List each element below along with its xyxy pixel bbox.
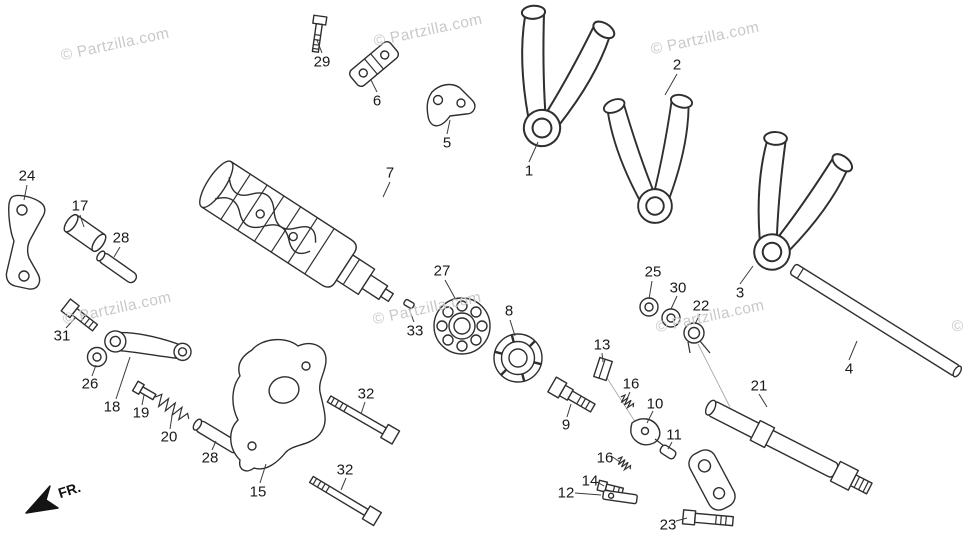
part-label-18: 18 — [103, 398, 121, 416]
roller-11 — [659, 444, 677, 460]
part-label-23: 23 — [659, 516, 677, 534]
bolt-31 — [60, 298, 99, 332]
part-label-4: 4 — [844, 360, 854, 378]
clip-13 — [593, 356, 613, 382]
part-label-28b: 28 — [201, 449, 219, 467]
spindle-21 — [704, 399, 873, 495]
bolt-32a — [326, 395, 401, 445]
shift-fork-3 — [719, 124, 859, 287]
leader-lines — [23, 39, 858, 522]
bolt-29 — [311, 14, 328, 53]
part-label-6: 6 — [372, 92, 382, 110]
part-label-15: 15 — [249, 483, 267, 501]
fr-arrow-icon — [25, 485, 59, 514]
clamp-plate-6 — [348, 40, 400, 88]
spring-16b — [617, 455, 632, 472]
drum-hub-8 — [493, 333, 543, 383]
part-label-33: 33 — [406, 322, 424, 340]
part-label-1: 1 — [524, 162, 534, 180]
pin-28b — [192, 418, 241, 454]
part-label-14: 14 — [581, 472, 599, 490]
bolt-9 — [547, 376, 596, 413]
part-label-7: 7 — [385, 164, 395, 182]
part-label-16a: 16 — [622, 375, 640, 393]
part-label-31: 31 — [53, 327, 71, 345]
part-label-12: 12 — [557, 484, 575, 502]
part-label-21: 21 — [750, 377, 768, 395]
plate-12 — [602, 489, 638, 505]
bolt-23 — [681, 509, 734, 527]
bushing-17 — [63, 213, 107, 253]
part-label-26: 26 — [81, 375, 99, 393]
pin-28a — [96, 250, 138, 284]
part-label-2: 2 — [672, 56, 682, 74]
part-label-32b: 32 — [336, 461, 354, 479]
part-label-24: 24 — [18, 167, 36, 185]
shift-fork-2 — [600, 90, 703, 227]
part-label-13: 13 — [593, 336, 611, 354]
part-label-25: 25 — [644, 263, 662, 281]
bracket-24 — [5, 194, 46, 290]
pawl-10 — [630, 418, 665, 447]
spring-22 — [683, 322, 711, 354]
bracket-5 — [426, 83, 476, 127]
washer-25 — [639, 297, 659, 317]
part-label-9: 9 — [561, 416, 571, 434]
dowel-pin-33 — [403, 298, 415, 310]
washer-26 — [86, 346, 108, 368]
spindle-bracket-21 — [688, 449, 736, 511]
bolt-32b — [308, 475, 382, 527]
spring-20 — [154, 393, 190, 422]
part-label-20: 20 — [160, 428, 178, 446]
part-label-17: 17 — [71, 197, 89, 215]
part-label-28a: 28 — [112, 229, 130, 247]
part-label-10: 10 — [646, 395, 664, 413]
part-label-27: 27 — [433, 262, 451, 280]
gearshift-drum-7 — [199, 160, 394, 303]
part-label-3: 3 — [735, 284, 745, 302]
spring-16a — [620, 393, 635, 410]
part-label-29: 29 — [313, 53, 331, 71]
shift-fork-1 — [488, 0, 620, 159]
shift-arm-18 — [104, 330, 192, 362]
part-label-32a: 32 — [357, 385, 375, 403]
part-label-5: 5 — [442, 134, 452, 152]
part-label-16b: 16 — [596, 449, 614, 467]
part-label-8: 8 — [504, 302, 514, 320]
part-label-19: 19 — [132, 404, 150, 422]
part-label-11: 11 — [666, 426, 682, 444]
bearing-27 — [433, 297, 491, 355]
part-label-30: 30 — [669, 279, 687, 297]
washer-30 — [661, 308, 681, 328]
guide-plate-15 — [230, 339, 327, 472]
part-label-22: 22 — [692, 297, 710, 315]
bolt-19 — [131, 380, 157, 401]
fork-shaft-4 — [789, 263, 963, 378]
